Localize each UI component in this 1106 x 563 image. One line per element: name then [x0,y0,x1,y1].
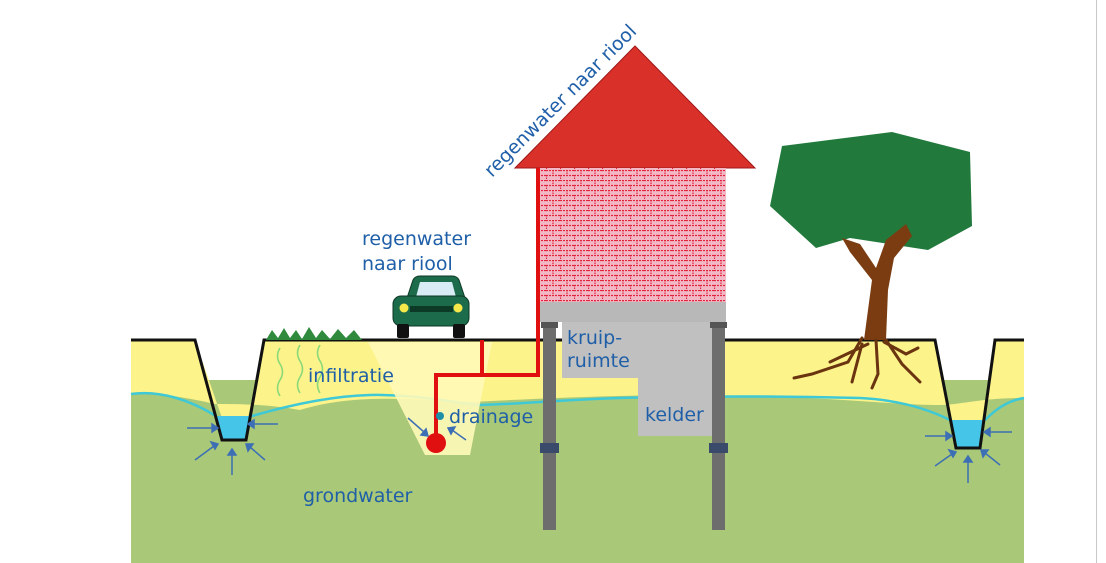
house-wall [540,168,726,302]
sewer-pipe [434,168,540,440]
inflow-arrows-left [187,418,278,475]
tree [770,132,972,390]
label-crawlspace-line2: ruimte [567,350,630,372]
crawlspace-box [562,322,638,378]
groundwater-table-line [130,391,1025,422]
frame-edge [1096,0,1097,563]
drain-pipe [436,412,444,420]
ditch-water-left [216,416,252,440]
house-floor [540,302,726,322]
infiltration-arrows [276,344,324,397]
label-cellar: kelder [645,404,704,426]
grass [266,327,362,340]
cellar-box [638,322,712,436]
label-road-runoff-line1: regenwater [362,228,471,250]
groundwater-layer [131,380,1024,563]
label-groundwater: grondwater [303,485,413,507]
ditch-water-right [950,420,985,448]
inflow-arrows-drain [407,417,467,441]
inflow-arrows-right [925,426,1012,483]
car [392,275,470,338]
infiltration-zone [368,342,492,455]
label-drainage: drainage [449,406,533,428]
foundation-piles [540,322,728,530]
label-infiltration: infiltratie [308,365,394,387]
label-road-runoff-line2: naar riool [362,253,453,275]
sewer-main [426,433,446,453]
topsoil-layer [131,340,1024,448]
label-crawlspace-line1: kruip- [567,327,622,349]
